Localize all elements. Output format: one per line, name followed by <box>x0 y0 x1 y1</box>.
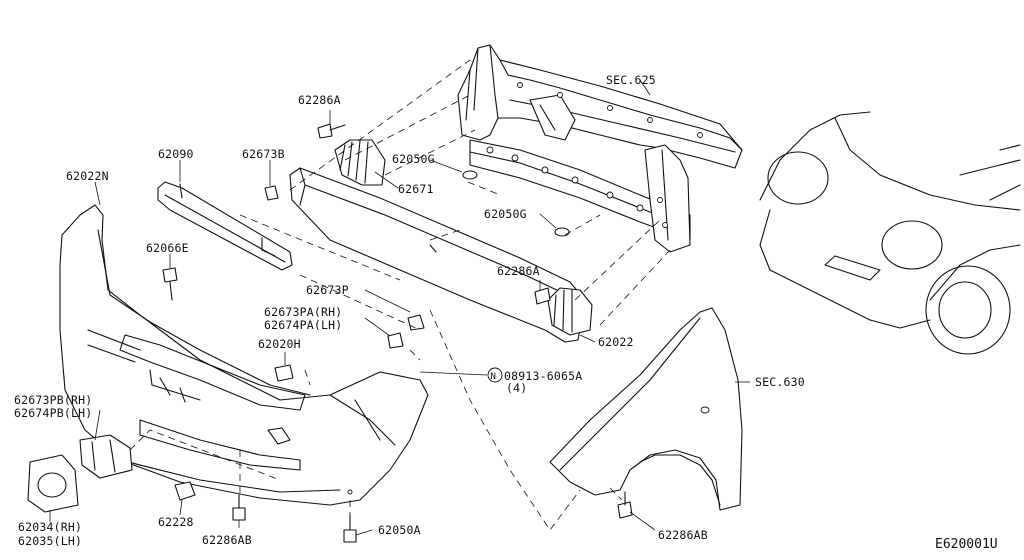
bumper-reinforcement <box>289 167 586 343</box>
label-62022N: 62022N <box>66 169 109 183</box>
label-62286A-top: 62286A <box>298 93 341 107</box>
vehicle-sketch <box>759 111 1021 355</box>
leader-lines <box>49 79 750 536</box>
radiator-core-support <box>457 44 743 253</box>
label-62673PB: 62673PB(RH) <box>14 393 92 407</box>
label-62022: 62022 <box>598 335 634 349</box>
label-nut-circle: N <box>491 372 497 382</box>
crash-box-lower <box>547 287 593 336</box>
label-sec625: SEC.625 <box>606 73 656 87</box>
label-62286AB-2: 62286AB <box>658 528 708 542</box>
label-sec630: SEC.630 <box>755 375 805 389</box>
fasteners <box>162 123 633 543</box>
label-62286AB-1: 62286AB <box>202 533 252 547</box>
crash-box-upper <box>334 139 386 186</box>
bumper-bracket-pb <box>79 434 133 479</box>
label-62034: 62034(RH) <box>18 520 82 534</box>
label-62286A-mid: 62286A <box>497 264 540 278</box>
fog-lamp-bezel <box>27 454 79 513</box>
label-62228: 62228 <box>158 515 194 529</box>
front-fender <box>549 307 743 511</box>
label-62674PB: 62674PB(LH) <box>14 406 92 420</box>
upper-retainer-62090 <box>157 181 293 271</box>
nut-symbol <box>487 367 503 383</box>
label-62020H: 62020H <box>258 337 301 351</box>
label-62673P: 62673P <box>306 283 349 297</box>
label-62673PA: 62673PA(RH) <box>264 305 342 319</box>
part-labels: 62286A 62090 62673B 62022N 62671 62050G … <box>14 73 998 552</box>
label-08913-qty: (4) <box>506 381 527 395</box>
label-62035: 62035(LH) <box>18 534 82 548</box>
label-08913: 08913-6065A <box>504 369 582 383</box>
assembly-lines <box>129 59 671 531</box>
front-bumper-fascia <box>59 204 429 506</box>
label-62066E: 62066E <box>146 241 189 255</box>
label-62050G-2: 62050G <box>484 207 527 221</box>
label-62674PA: 62674PA(LH) <box>264 318 342 332</box>
label-62671: 62671 <box>398 182 434 196</box>
label-62050G-1: 62050G <box>392 152 435 166</box>
label-62673B: 62673B <box>242 147 285 161</box>
label-62090: 62090 <box>158 147 194 161</box>
label-62050A: 62050A <box>378 523 421 537</box>
reference-code: E620001U <box>935 537 998 552</box>
